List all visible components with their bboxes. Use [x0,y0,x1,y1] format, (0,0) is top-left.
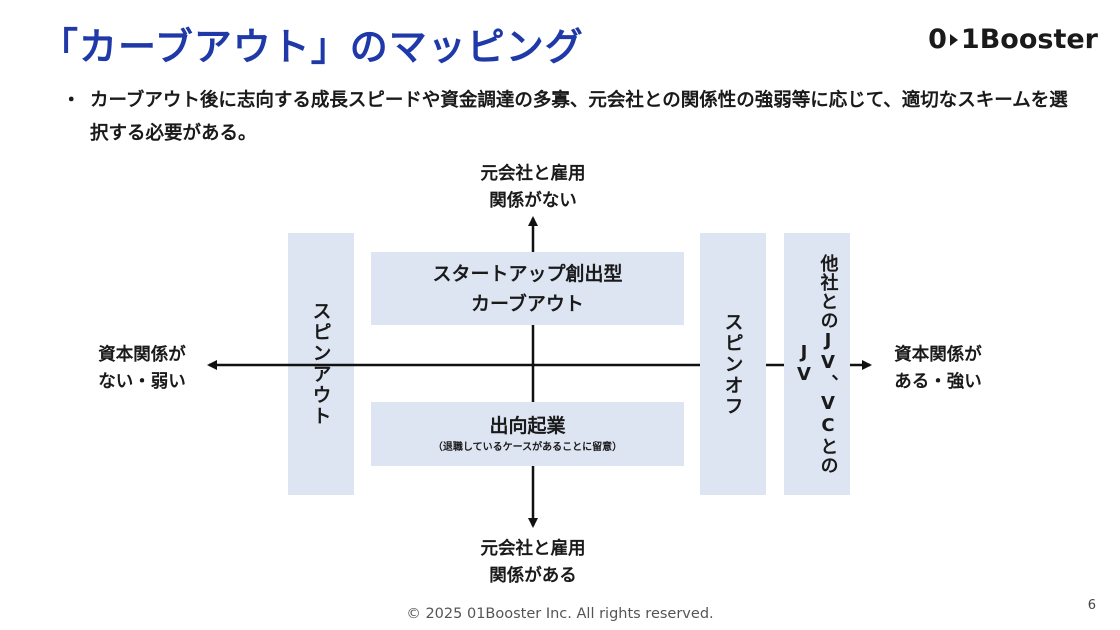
axis-right-label: 資本関係が ある・強い [894,345,982,392]
logo-text-left: 0 [928,24,947,55]
logo-text-right: 1Booster [960,24,1098,55]
shukko-note: （退職しているケースがあることに留意） [432,442,623,453]
slide-title: 「カーブアウト」のマッピング [40,25,584,69]
bullet-marker: ・ [62,90,81,111]
company-logo: 0 1Booster [928,24,1098,55]
shukko-label: 出向起業 [489,415,566,437]
startup-carveout-label: スタートアップ創出型 カーブアウト [371,252,684,325]
axis-bottom-label: 元会社と雇用 関係がある [480,539,586,586]
spinout-label: スピンアウト [309,301,332,427]
axis-top-label: 元会社と雇用 関係がない [480,164,586,211]
shukko-label-group: 出向起業 （退職しているケースがあることに留意） [371,402,684,466]
logo-arrow-icon [949,33,958,46]
jv-label: 他社とのJV、VCとのJV [784,233,850,495]
page-number: 6 [1087,598,1096,613]
copyright-footer: © 2025 01Booster Inc. All rights reserve… [406,606,714,622]
bullet-text: カーブアウト後に志向する成長スピードや資金調達の多寡、元会社との関係性の強弱等に… [90,90,1068,144]
spinoff-label: スピンオフ [700,233,766,495]
bullet-point: ・ カーブアウト後に志向する成長スピードや資金調達の多寡、元会社との関係性の強弱… [62,84,1082,150]
axis-left-label: 資本関係が ない・弱い [98,345,186,392]
